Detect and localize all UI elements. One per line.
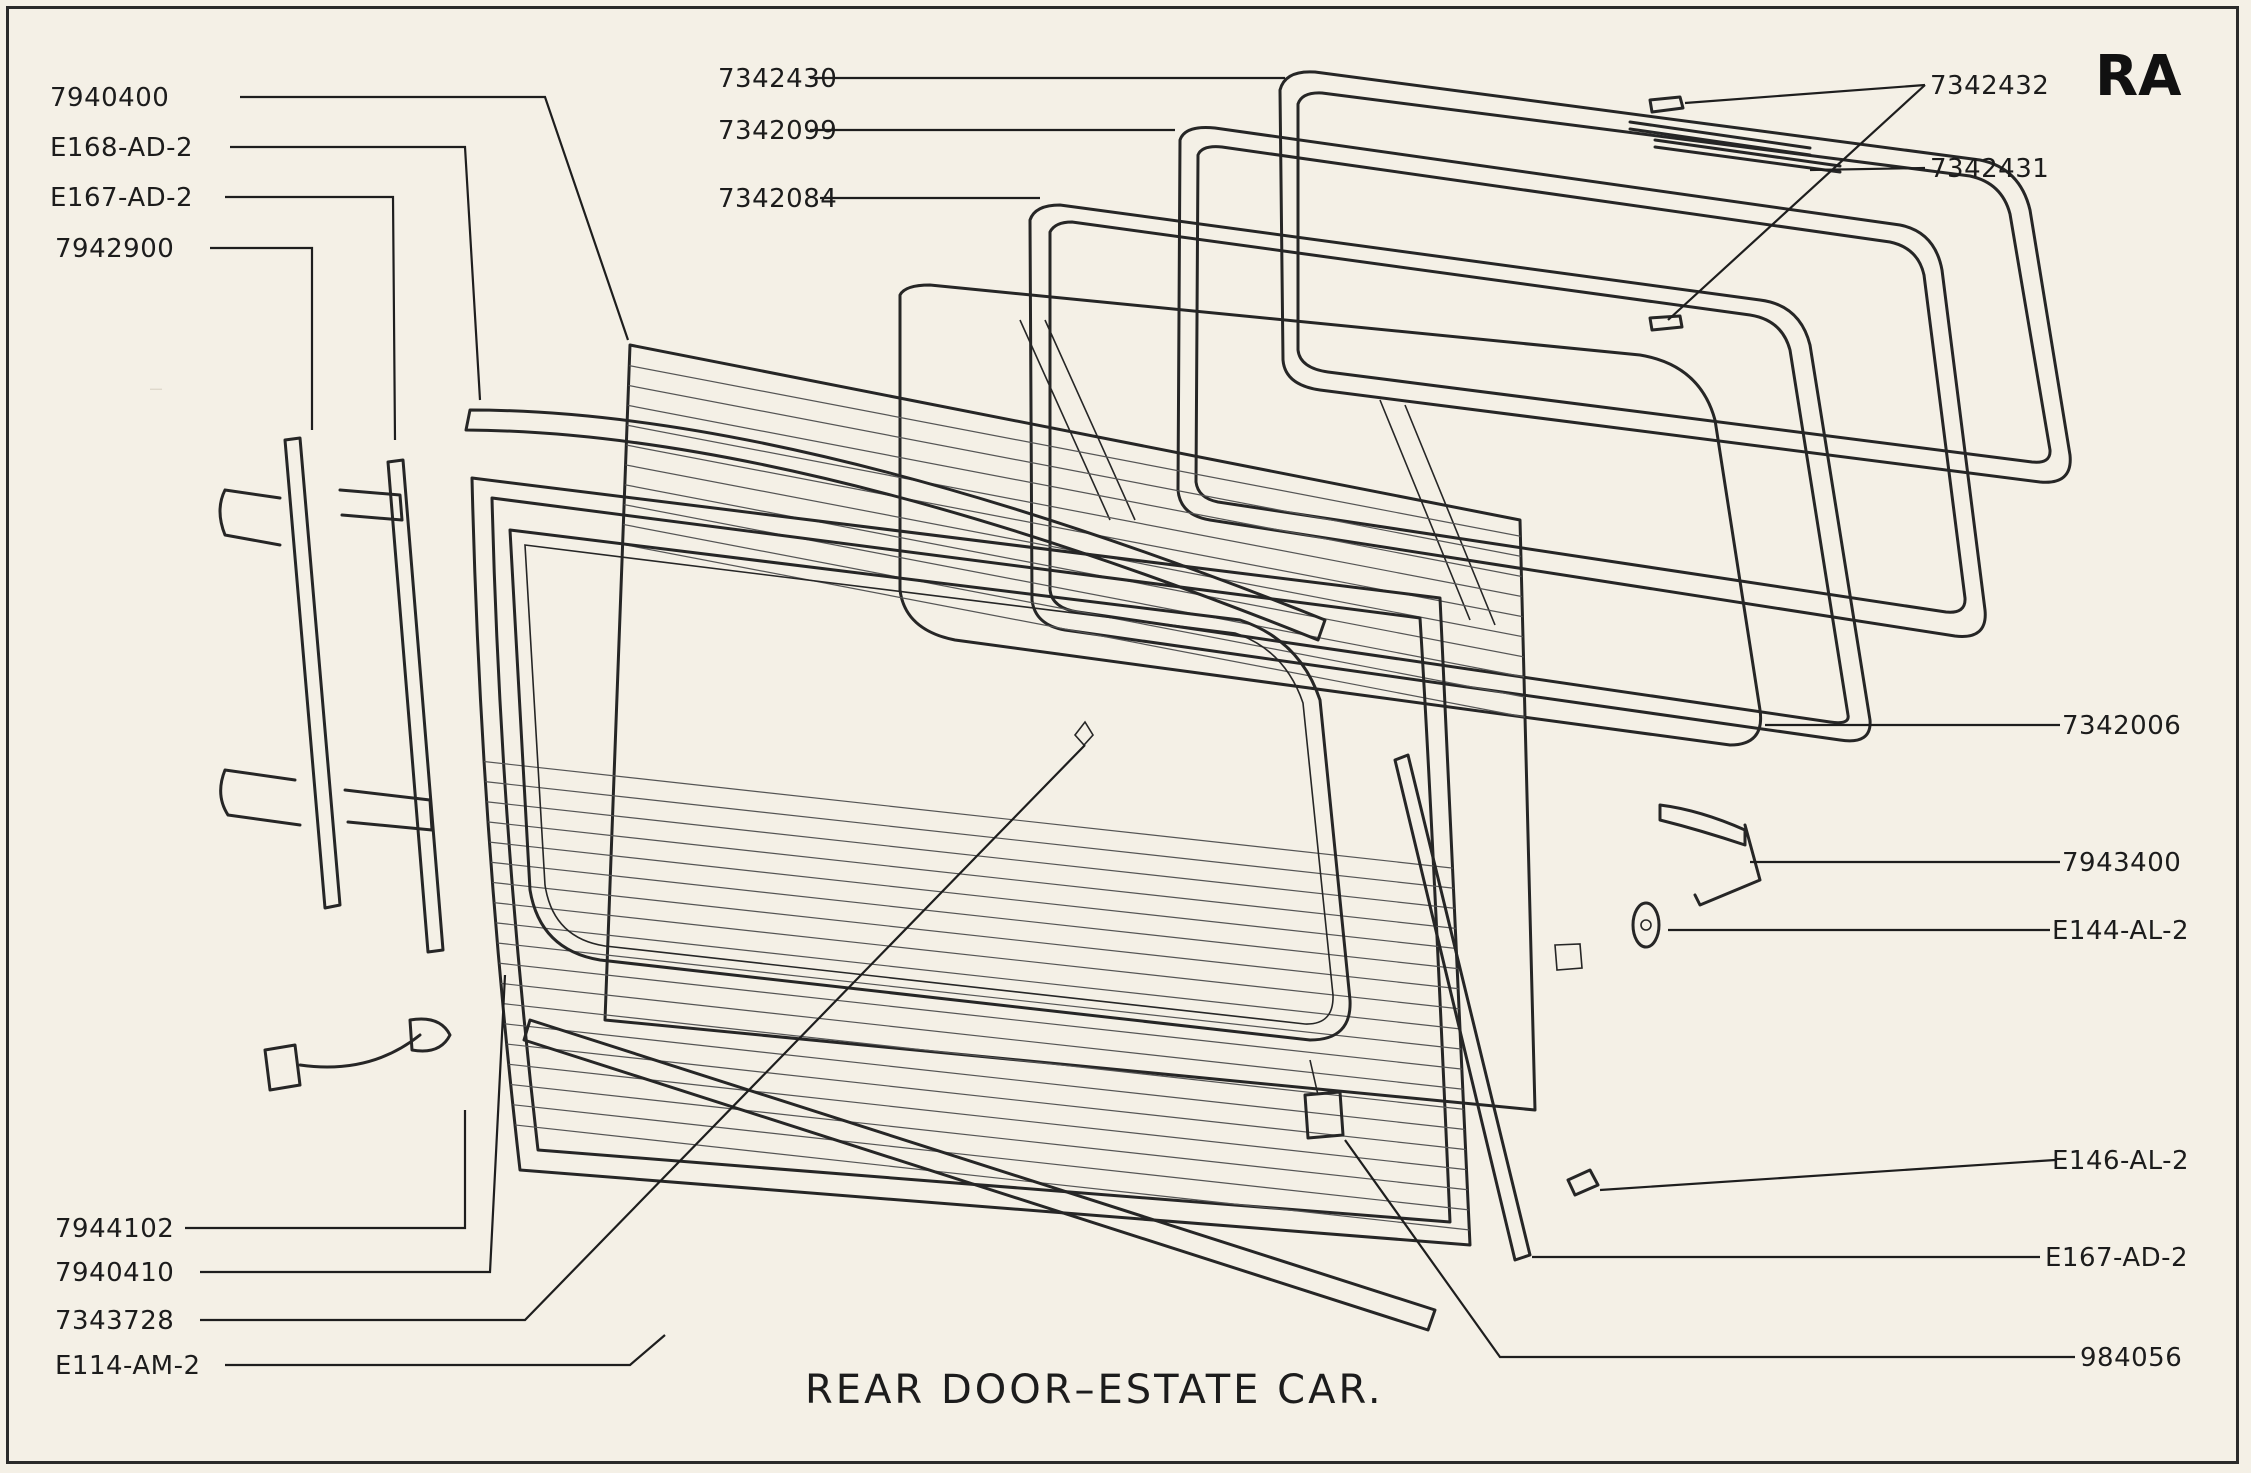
label-e167-ad-2-right: E167-AD-2 (2045, 1243, 2188, 1273)
trim-panel (603, 343, 1583, 1112)
glazing-channel-7342084 (1028, 203, 1872, 743)
glass-pane-7342006 (898, 283, 1763, 747)
door-shell-7940410 (470, 476, 1472, 1247)
label-984056: 984056 (2080, 1343, 2182, 1373)
hinge-pin-e168 (386, 458, 445, 954)
label-7342099: 7342099 (718, 116, 837, 146)
drip-moulding-7940400 (464, 408, 1327, 642)
label-e146-al-2: E146-AL-2 (2052, 1146, 2189, 1176)
svg-text:—: — (150, 376, 163, 400)
seal-7342099 (1176, 126, 1987, 638)
page-border (6, 6, 2239, 1464)
label-7944102: 7944102 (55, 1214, 174, 1244)
filler-strip-7342431 (1628, 120, 1812, 157)
show-through-text: — (150, 376, 163, 400)
diagram-caption: REAR DOOR–ESTATE CAR. (805, 1367, 1384, 1413)
label-7342431: 7342431 (1930, 154, 2049, 184)
label-e167-ad-2-left: E167-AD-2 (50, 183, 193, 213)
label-7342430: 7342430 (718, 64, 837, 94)
label-7943400: 7943400 (2062, 848, 2181, 878)
label-7343728: 7343728 (55, 1306, 174, 1336)
escutcheon-e144 (1631, 901, 1661, 949)
label-e114-am-2: E114-AM-2 (55, 1351, 201, 1381)
label-7940410: 7940410 (55, 1258, 174, 1288)
section-code: RA (2095, 44, 2182, 109)
clip-7342432 (1648, 95, 1842, 332)
label-7942900: 7942900 (55, 234, 174, 264)
hinge-7942900 (218, 436, 434, 910)
label-7342432: 7342432 (1930, 71, 2049, 101)
callout-labels: 7940400 E168-AD-2 E167-AD-2 7942900 7944… (50, 64, 2189, 1381)
side-seal-e167-right (1393, 753, 1532, 1262)
bottom-moulding-7343728 (522, 1018, 1437, 1332)
label-7342084: 7342084 (718, 184, 837, 214)
handle-7943400 (1658, 803, 1762, 907)
label-e168-ad-2: E168-AD-2 (50, 133, 193, 163)
label-7342006: 7342006 (2062, 711, 2181, 741)
label-7940400: 7940400 (50, 83, 169, 113)
leader-lines (185, 76, 2075, 1367)
buffer-e146 (1566, 1168, 1600, 1197)
check-strap-7944102 (263, 1017, 452, 1092)
label-e144-al-2: E144-AL-2 (2052, 916, 2189, 946)
finisher-7342430 (1278, 70, 2072, 484)
